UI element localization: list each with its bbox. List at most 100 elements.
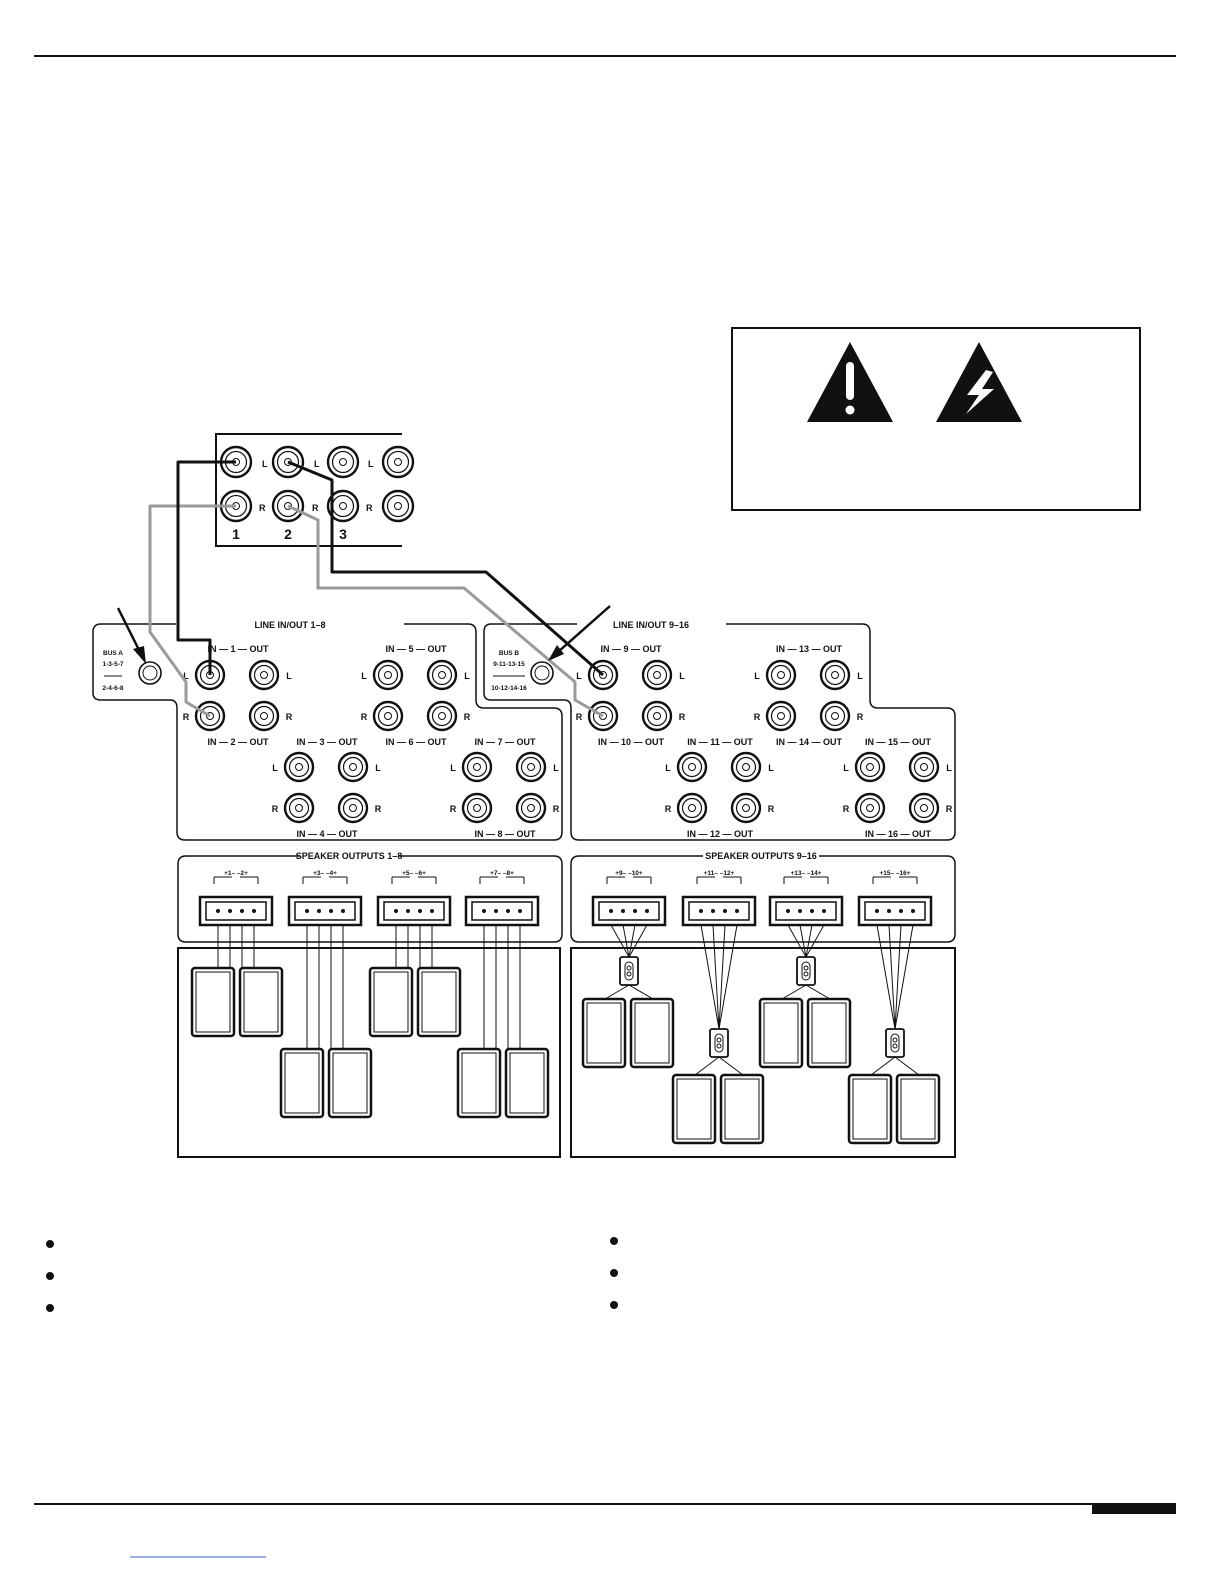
line-out-jack-5[interactable]	[426, 659, 458, 691]
speaker-12	[719, 1073, 765, 1145]
line-out-jack-3[interactable]	[337, 751, 369, 783]
line-out-jack-14[interactable]	[819, 700, 851, 732]
speaker-14	[806, 997, 852, 1069]
speaker-9	[581, 997, 627, 1069]
speaker-15	[847, 1073, 893, 1145]
source-label-2r: R	[312, 503, 319, 513]
bullet-list-right	[610, 1237, 618, 1333]
terminal-block-3-4[interactable]	[287, 876, 363, 927]
line-out-jack-8[interactable]	[515, 792, 547, 824]
line-in-jack-8[interactable]	[461, 792, 493, 824]
line-out-jack-1[interactable]	[248, 659, 280, 691]
channel-letter-in-11: L	[665, 763, 671, 773]
line-in-jack-6[interactable]	[372, 700, 404, 732]
speaker-2	[238, 966, 284, 1038]
volume-control-13-14[interactable]	[796, 956, 816, 986]
line-out-jack-11[interactable]	[730, 751, 762, 783]
connector-label-15-16: +15– –16+	[879, 870, 910, 877]
group-label-10: IN — 10 — OUT	[598, 737, 665, 747]
line-out-jack-9[interactable]	[641, 659, 673, 691]
line-in-jack-3[interactable]	[283, 751, 315, 783]
channel-letter-in-16: R	[843, 804, 850, 814]
group-label-3: IN — 3 — OUT	[296, 737, 358, 747]
line-out-jack-6[interactable]	[426, 700, 458, 732]
channel-letter-in-13: L	[754, 671, 760, 681]
line-in-jack-4[interactable]	[283, 792, 315, 824]
group-label-7: IN — 7 — OUT	[474, 737, 536, 747]
source-number-2: 2	[284, 526, 292, 542]
terminal-block-13-14[interactable]	[768, 876, 844, 927]
connector-label-1-2: +1– –2+	[224, 870, 248, 877]
bullet	[46, 1272, 54, 1280]
speaker-zone-1-8	[177, 947, 561, 1158]
volume-control-9-10[interactable]	[619, 956, 639, 986]
line-out-jack-16[interactable]	[908, 792, 940, 824]
source-number-3: 3	[339, 526, 347, 542]
channel-letter-out-12: R	[768, 804, 775, 814]
source-label-1l: L	[262, 459, 268, 469]
bullet-list-left	[46, 1240, 54, 1336]
line-in-jack-14[interactable]	[765, 700, 797, 732]
channel-letter-out-16: R	[946, 804, 953, 814]
cable-black-source-2l-to-in9	[287, 460, 604, 677]
line-out-jack-15[interactable]	[908, 751, 940, 783]
source-jack-3l[interactable]	[326, 445, 360, 479]
channel-letter-out-4: R	[375, 804, 382, 814]
terminal-block-9-10[interactable]	[591, 876, 667, 927]
channel-letter-out-3: L	[375, 763, 381, 773]
bus-b-even: 10-12-14-16	[491, 685, 527, 692]
volume-control-11-12[interactable]	[709, 1028, 729, 1058]
speaker-outputs-9-16: SPEAKER OUTPUTS 9–16 +9– –10+ +11– –12+ …	[570, 851, 956, 943]
terminal-block-1-2[interactable]	[198, 876, 274, 927]
bus-a-odd: 1-3-5-7	[103, 661, 124, 668]
source-label-1r: R	[259, 503, 266, 513]
group-label-5: IN — 5 — OUT	[385, 644, 447, 654]
group-label-11: IN — 11 — OUT	[687, 737, 753, 747]
line-in-jack-11[interactable]	[676, 751, 708, 783]
channel-letter-in-14: R	[754, 712, 761, 722]
channel-letter-out-7: L	[553, 763, 559, 773]
connector-label-3-4: +3– –4+	[313, 870, 337, 877]
terminal-block-5-6[interactable]	[376, 876, 452, 927]
group-label-16: IN — 16 — OUT	[865, 829, 932, 839]
line-in-jack-7[interactable]	[461, 751, 493, 783]
channel-letter-out-8: R	[553, 804, 560, 814]
terminal-block-11-12[interactable]	[681, 876, 757, 927]
source-label-2l: L	[314, 459, 320, 469]
connector-label-7-8: +7– –8+	[490, 870, 514, 877]
line-out-jack-10[interactable]	[641, 700, 673, 732]
source-jack-4l-partial[interactable]	[381, 445, 415, 479]
speaker-3	[279, 1047, 325, 1119]
line-out-jack-4[interactable]	[337, 792, 369, 824]
group-label-13: IN — 13 — OUT	[776, 644, 843, 654]
cable-black-source-1l-to-in1	[176, 460, 236, 675]
bus-a-jack[interactable]	[138, 661, 162, 685]
line-out-jack-13[interactable]	[819, 659, 851, 691]
terminal-block-15-16[interactable]	[857, 876, 933, 927]
group-label-1: IN — 1 — OUT	[207, 644, 269, 654]
line-out-jack-2[interactable]	[248, 700, 280, 732]
speaker-16	[895, 1073, 941, 1145]
speaker-4	[327, 1047, 373, 1119]
channel-letter-out-13: L	[857, 671, 863, 681]
channel-letter-out-1: L	[286, 671, 292, 681]
line-in-jack-16[interactable]	[854, 792, 886, 824]
bus-b-jack[interactable]	[530, 661, 554, 685]
connector-label-11-12: +11– –12+	[704, 870, 735, 877]
speaker-zone-9-16	[570, 947, 956, 1158]
line-out-jack-7[interactable]	[515, 751, 547, 783]
line-in-jack-13[interactable]	[765, 659, 797, 691]
line-in-jack-5[interactable]	[372, 659, 404, 691]
speaker-5	[368, 966, 414, 1038]
source-jack-3r[interactable]	[326, 489, 360, 523]
bullet	[46, 1240, 54, 1248]
line-in-jack-12[interactable]	[676, 792, 708, 824]
volume-control-15-16[interactable]	[885, 1028, 905, 1058]
terminal-block-7-8[interactable]	[464, 876, 540, 927]
line-out-jack-12[interactable]	[730, 792, 762, 824]
group-label-14: IN — 14 — OUT	[776, 737, 843, 747]
connector-label-13-14: +13– –14+	[790, 870, 821, 877]
source-jack-4r-partial[interactable]	[381, 489, 415, 523]
line-in-jack-15[interactable]	[854, 751, 886, 783]
